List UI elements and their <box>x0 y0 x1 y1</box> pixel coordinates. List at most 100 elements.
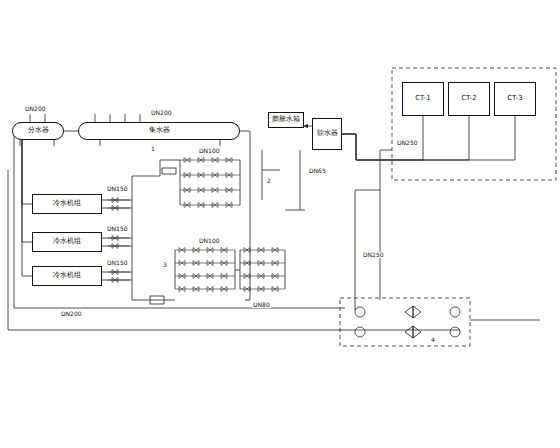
valve-symbol <box>244 274 250 279</box>
valve-symbol <box>207 248 213 253</box>
valve-symbol <box>221 287 227 292</box>
chiller-box: 冷水机组 <box>32 266 102 286</box>
branch-pipe <box>180 190 240 191</box>
branch-pipe <box>108 238 130 239</box>
valve-symbol <box>198 188 204 193</box>
node-text: 冷水机组 <box>53 238 81 246</box>
node-text: 膨胀水箱 <box>272 116 300 124</box>
tank-box: 软水器 <box>312 118 342 150</box>
callout-number: 2 <box>266 178 272 184</box>
pump-area <box>340 298 470 346</box>
tower-area <box>392 68 556 180</box>
valve-symbol <box>112 244 118 249</box>
pump-symbol <box>450 327 460 337</box>
pipe-connector <box>342 116 515 160</box>
valve-symbol <box>193 261 199 266</box>
branch-pipe <box>180 175 240 176</box>
valve-symbol <box>212 203 218 208</box>
header-vessel: 分水器 <box>12 122 64 140</box>
branch-pipe <box>108 272 130 273</box>
branch-pipe <box>108 246 130 247</box>
pipe-connector <box>342 116 423 160</box>
pump-symbol <box>355 307 365 317</box>
valve-symbol <box>184 203 190 208</box>
valve-symbol <box>207 287 213 292</box>
valve-symbol <box>112 278 118 283</box>
branch-pipe <box>180 160 240 161</box>
valve-symbol <box>212 158 218 163</box>
valve-symbol <box>272 287 278 292</box>
valve-symbol <box>258 248 264 253</box>
valve-symbol <box>258 287 264 292</box>
valve-symbol <box>179 287 185 292</box>
pump-symbol <box>450 307 460 317</box>
valve-symbol <box>212 173 218 178</box>
pipe-size: DN80 <box>252 302 271 308</box>
pump-symbol <box>355 327 365 337</box>
valve-symbol <box>198 203 204 208</box>
pipe-connector <box>304 126 312 127</box>
valve-symbol <box>112 236 118 241</box>
pipe-connector <box>342 116 469 160</box>
strainer-symbol <box>162 168 176 174</box>
branch-pipe <box>175 263 235 264</box>
valve-symbol <box>179 248 185 253</box>
node-text: 软水器 <box>317 130 338 138</box>
branch-pipe <box>108 280 130 281</box>
branch-pipe <box>175 289 235 290</box>
callout-number: 4 <box>430 337 436 343</box>
valve-symbol <box>244 287 250 292</box>
node-text: 分水器 <box>28 127 49 135</box>
header-stub <box>30 114 140 122</box>
chiller-pipe <box>102 160 180 300</box>
callout-number: 3 <box>162 262 168 268</box>
cooling-tower: CT-2 <box>448 82 490 116</box>
pipe-size: DN200 <box>24 106 47 112</box>
branch-pipe <box>175 250 235 251</box>
pipe-size: DN150 <box>106 260 129 266</box>
pipe-size: DN65 <box>308 168 327 174</box>
valve-symbol <box>193 248 199 253</box>
pipe-connector <box>22 140 32 242</box>
tank-box: 膨胀水箱 <box>268 112 304 128</box>
pipe-size: DN200 <box>60 311 83 317</box>
pipe-size: DN100 <box>198 148 221 154</box>
valve-symbol <box>258 274 264 279</box>
valve-symbol <box>112 270 118 275</box>
valve-symbol <box>221 274 227 279</box>
filter-symbol <box>405 306 421 338</box>
main-pipe <box>240 131 250 300</box>
pipe-size: DN150 <box>106 186 129 192</box>
valve-symbol <box>226 188 232 193</box>
valve-symbol <box>221 248 227 253</box>
valve-symbol <box>179 274 185 279</box>
valve-symbol <box>244 248 250 253</box>
valve-symbol <box>212 188 218 193</box>
pipe-connector <box>22 140 32 204</box>
valve-symbol <box>221 261 227 266</box>
valve-symbol <box>207 274 213 279</box>
callout-number: 1 <box>150 146 156 152</box>
cooling-tower: CT-1 <box>402 82 444 116</box>
header-vessel: 集水器 <box>78 122 240 140</box>
valve-symbol <box>272 274 278 279</box>
branch-pipe <box>108 208 130 209</box>
strainer-symbol <box>150 296 164 304</box>
valve-symbol <box>193 287 199 292</box>
manifold <box>175 160 285 289</box>
vessel-support <box>20 140 220 146</box>
valve-symbol <box>179 261 185 266</box>
cw-pipe <box>355 150 540 320</box>
valve-symbol <box>112 206 118 211</box>
valve-symbol <box>198 158 204 163</box>
valve-symbol <box>184 188 190 193</box>
chiller-box: 冷水机组 <box>32 232 102 252</box>
pipe-size: DN250 <box>362 252 385 258</box>
valve-symbol <box>226 203 232 208</box>
node-text: 集水器 <box>149 127 170 135</box>
node-text: CT-3 <box>507 95 523 103</box>
valve-symbol <box>184 158 190 163</box>
node-text: CT-1 <box>415 95 431 103</box>
